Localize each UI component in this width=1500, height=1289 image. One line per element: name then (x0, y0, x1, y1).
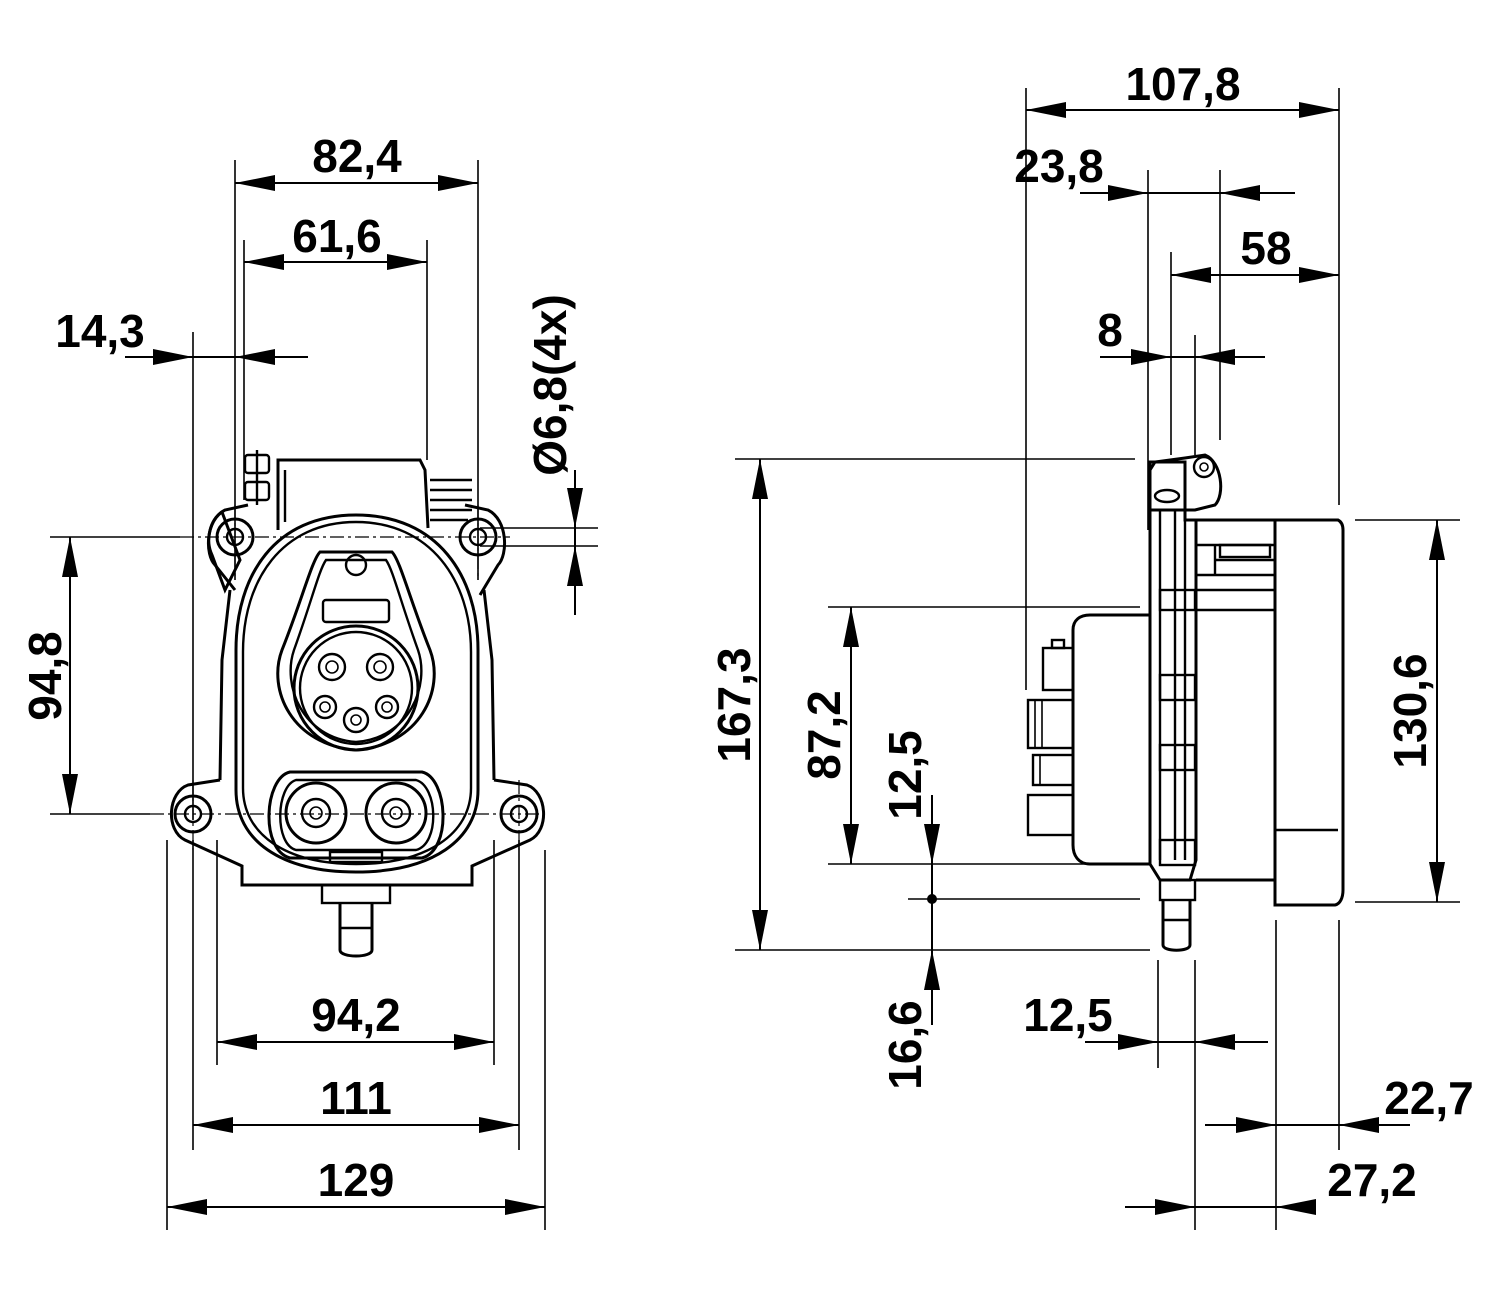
side-extension-lines (735, 88, 1460, 1230)
dim-167-3: 167,3 (708, 647, 760, 762)
side-labels: 107,8 23,8 58 8 167,3 87,2 12,5 16,6 130… (708, 58, 1474, 1206)
dim-14-3: 14,3 (55, 305, 145, 357)
dim-129: 129 (318, 1154, 395, 1206)
dim-61-6: 61,6 (292, 210, 382, 262)
dim-22-7: 22,7 (1384, 1072, 1474, 1124)
front-extension-lines (50, 160, 598, 1230)
dim-hole-diameter: Ø6,8(4x) (524, 294, 576, 476)
front-dimension-lines (69, 182, 576, 1208)
side-view: 107,8 23,8 58 8 167,3 87,2 12,5 16,6 130… (708, 58, 1474, 1230)
side-arrowheads (752, 102, 1445, 1215)
dim-16-6: 16,6 (879, 1000, 931, 1090)
dim-130-6: 130,6 (1384, 653, 1436, 768)
dim-12-5-horizontal: 12,5 (1023, 989, 1113, 1041)
dim-107-8: 107,8 (1125, 58, 1240, 110)
dim-94-2: 94,2 (311, 989, 401, 1041)
dim-8: 8 (1097, 304, 1123, 356)
dim-27-2: 27,2 (1327, 1154, 1417, 1206)
dim-111: 111 (320, 1072, 392, 1124)
front-arrowheads (62, 175, 583, 1215)
dim-12-5-vertical: 12,5 (879, 730, 931, 820)
dim-58: 58 (1240, 222, 1291, 274)
side-housing (1026, 453, 1345, 952)
dim-82-4: 82,4 (312, 130, 402, 182)
dim-23-8: 23,8 (1014, 140, 1104, 192)
front-labels: 82,4 61,6 14,3 Ø6,8(4x) 94,8 94,2 111 12… (19, 130, 576, 1206)
front-view: 82,4 61,6 14,3 Ø6,8(4x) 94,8 94,2 111 12… (19, 130, 598, 1230)
front-housing (170, 450, 545, 958)
dim-87-2: 87,2 (798, 690, 850, 780)
dim-94-8: 94,8 (19, 631, 71, 721)
